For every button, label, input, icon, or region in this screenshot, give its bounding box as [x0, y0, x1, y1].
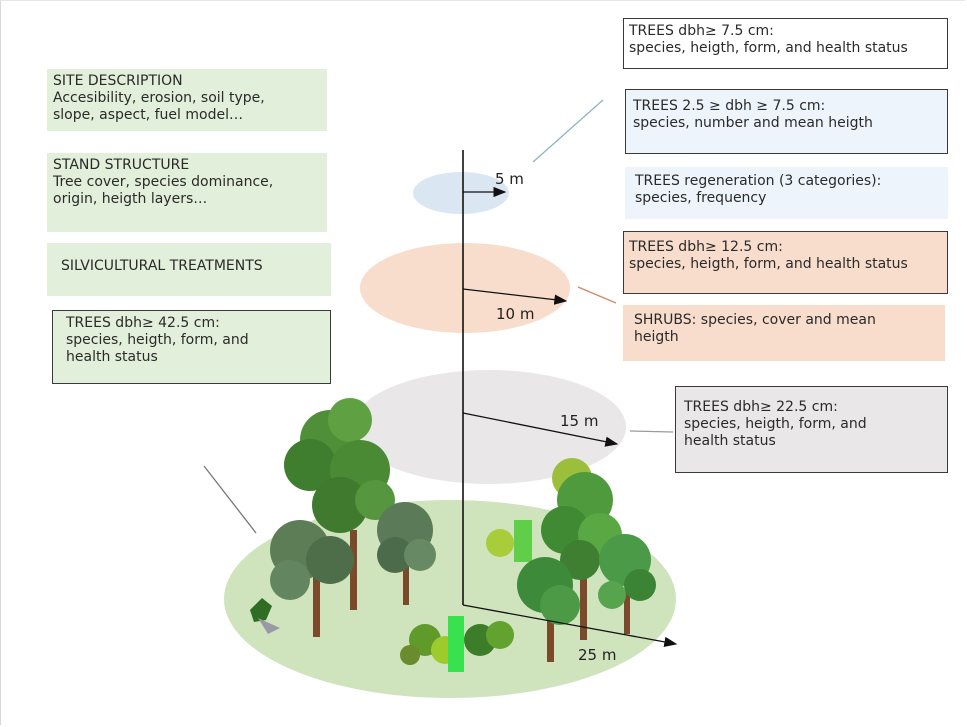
radius-arrow-15m — [462, 412, 619, 447]
leader-line-trees-225 — [629, 430, 674, 433]
trees-regeneration-body: species, frequency — [635, 190, 767, 206]
site-description-body: Accesibility, erosion, soil type, slope,… — [53, 90, 265, 123]
stand-structure-body: Tree cover, species dominance, origin, h… — [53, 174, 274, 207]
trees-7-5-box: TREES dbh≥ 7.5 cm: species, heigth, form… — [623, 18, 948, 69]
trees-12-5-box: TREES dbh≥ 12.5 cm: species, heigth, for… — [623, 231, 948, 294]
trees-2-5-7-5-box: TREES 2.5 ≥ dbh ≥ 7.5 cm: species, numbe… — [625, 89, 948, 154]
trees-regeneration-box: TREES regeneration (3 categories): speci… — [625, 167, 948, 219]
radius-arrow-25m — [462, 604, 678, 648]
shrub-small-left — [250, 598, 280, 634]
trees-7-5-title: TREES dbh≥ 7.5 cm: — [629, 23, 774, 39]
site-description-title: SITE DESCRIPTION — [53, 73, 183, 89]
trees-12-5-body: species, heigth, form, and health status — [629, 256, 908, 272]
trees-2-5-7-5-title: TREES 2.5 ≥ dbh ≥ 7.5 cm: — [633, 98, 826, 114]
leader-line-trees-425 — [203, 465, 257, 534]
tree-cluster-left — [270, 398, 436, 637]
radius-label-25m: 25 m — [578, 646, 617, 664]
trees-42-5-title: TREES dbh≥ 42.5 cm: — [66, 315, 220, 331]
plot-15m-disc — [352, 370, 626, 484]
plot-5m-disc — [413, 172, 509, 214]
radius-label-10m: 10 m — [496, 305, 535, 323]
trees-22-5-body: species, heigth, form, and health status — [684, 416, 867, 449]
trees-22-5-title: TREES dbh≥ 22.5 cm: — [684, 399, 838, 415]
trees-22-5-box: TREES dbh≥ 22.5 cm: species, heigth, for… — [675, 386, 948, 473]
trees-42-5-box: TREES dbh≥ 42.5 cm: species, heigth, for… — [52, 310, 331, 384]
trees-7-5-body: species, heigth, form, and health status — [629, 40, 908, 56]
trees-regeneration-title: TREES regeneration (3 categories): — [635, 173, 882, 189]
radius-label-15m: 15 m — [560, 412, 599, 430]
shrubs-box: SHRUBS: species, cover and mean heigth — [623, 305, 945, 361]
trees-12-5-title: TREES dbh≥ 12.5 cm: — [629, 239, 783, 255]
stand-structure-box: STAND STRUCTURE Tree cover, species domi… — [47, 153, 327, 232]
silvicultural-treatments-box: SILVICULTURAL TREATMENTS — [47, 243, 331, 296]
trees-2-5-7-5-body: species, number and mean heigth — [633, 115, 873, 131]
shrubs-center — [400, 520, 532, 672]
trees-42-5-body: species, heigth, form, and health status — [66, 332, 249, 365]
radius-arrow-10m — [462, 288, 568, 305]
silvicultural-treatments-label: SILVICULTURAL TREATMENTS — [61, 258, 263, 274]
plot-10m-disc — [360, 243, 570, 333]
leader-line-trees-75 — [532, 99, 604, 163]
site-description-box: SITE DESCRIPTION Accesibility, erosion, … — [47, 69, 327, 131]
shrubs-title: SHRUBS: species, cover and mean — [634, 312, 876, 328]
stand-structure-title: STAND STRUCTURE — [53, 157, 190, 173]
tree-cluster-right — [517, 458, 656, 662]
radius-label-5m: 5 m — [495, 170, 524, 188]
leader-line-shrubs — [577, 286, 617, 304]
shrubs-body: heigth — [634, 329, 679, 345]
